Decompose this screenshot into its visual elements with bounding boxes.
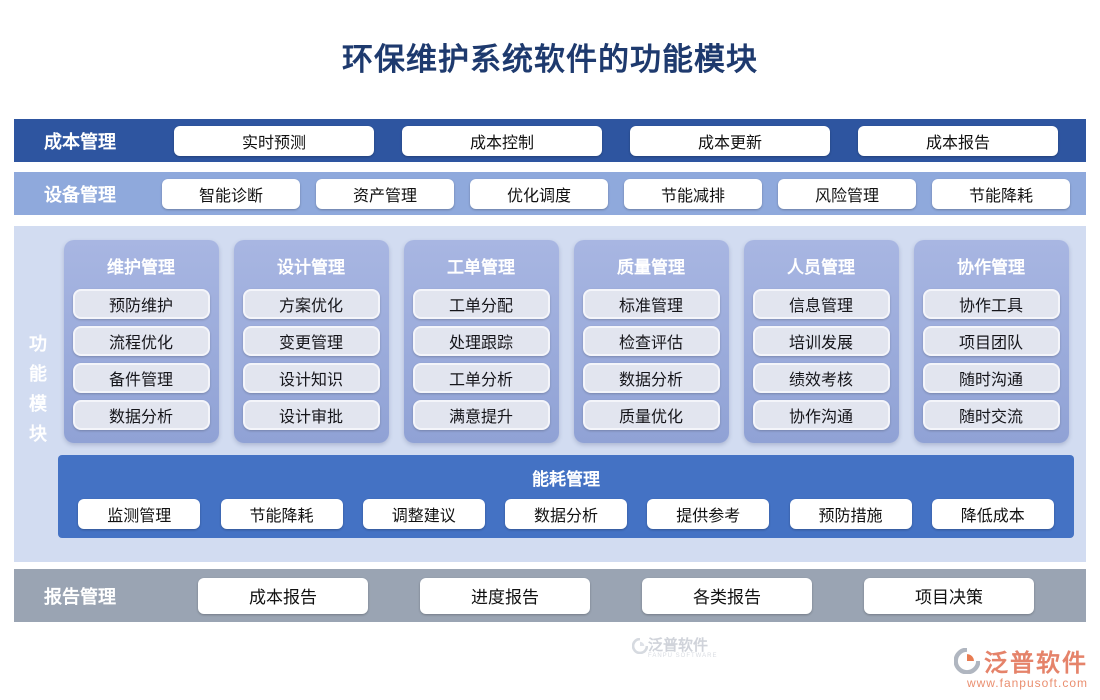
device-band-label: 设备管理 (44, 184, 116, 205)
module-item[interactable]: 预防维护 (72, 289, 210, 319)
module-item[interactable]: 培训发展 (752, 326, 890, 356)
module-item[interactable]: 方案优化 (242, 289, 380, 319)
module-item[interactable]: 设计审批 (242, 400, 380, 430)
fanpu-watermark-icon (632, 638, 648, 654)
module-item[interactable]: 绩效考核 (752, 363, 890, 393)
device-button-optimized-scheduling[interactable]: 优化调度 (470, 178, 608, 209)
column-header: 质量管理 (617, 258, 685, 277)
function-module-side-label: 功能模块 (27, 334, 47, 454)
column-personnel: 人员管理 信息管理 培训发展 绩效考核 协作沟通 (743, 240, 899, 443)
report-band-label: 报告管理 (44, 586, 116, 607)
module-item[interactable]: 流程优化 (72, 326, 210, 356)
report-button-various-reports[interactable]: 各类报告 (642, 577, 812, 614)
module-item[interactable]: 工单分配 (412, 289, 550, 319)
report-button-project-decision[interactable]: 项目决策 (864, 577, 1034, 614)
device-button-energy-saving[interactable]: 节能降耗 (932, 178, 1070, 209)
module-item[interactable]: 变更管理 (242, 326, 380, 356)
module-item[interactable]: 备件管理 (72, 363, 210, 393)
module-item[interactable]: 满意提升 (412, 400, 550, 430)
energy-band-buttons: 监测管理 节能降耗 调整建议 数据分析 提供参考 预防措施 降低成本 (58, 499, 1074, 529)
energy-band-header: 能耗管理 (532, 470, 600, 489)
module-columns: 维护管理 预防维护 流程优化 备件管理 数据分析 设计管理 方案优化 变更管理 … (58, 240, 1074, 443)
logo-url-text: www.fanpusoft.com (966, 676, 1088, 690)
column-maintenance: 维护管理 预防维护 流程优化 备件管理 数据分析 (63, 240, 219, 443)
module-item[interactable]: 检查评估 (582, 326, 720, 356)
column-header: 工单管理 (447, 258, 515, 277)
module-item[interactable]: 标准管理 (582, 289, 720, 319)
report-button-progress-report[interactable]: 进度报告 (420, 577, 590, 614)
column-header: 人员管理 (787, 258, 855, 277)
cost-band-label: 成本管理 (44, 131, 116, 152)
cost-button-cost-update[interactable]: 成本更新 (630, 125, 830, 156)
energy-button-adjustment[interactable]: 调整建议 (362, 499, 485, 529)
device-management-band: 设备管理 智能诊断 资产管理 优化调度 节能减排 风险管理 节能降耗 (14, 172, 1086, 215)
fanpu-logo-icon (954, 647, 980, 674)
column-workorder: 工单管理 工单分配 处理跟踪 工单分析 满意提升 (403, 240, 559, 443)
report-band-buttons: 成本报告 进度报告 各类报告 项目决策 (146, 577, 1086, 614)
module-item[interactable]: 随时交流 (922, 400, 1060, 430)
module-item[interactable]: 信息管理 (752, 289, 890, 319)
module-item[interactable]: 项目团队 (922, 326, 1060, 356)
module-item[interactable]: 协作沟通 (752, 400, 890, 430)
center-watermark: 泛普软件 FANPU SOFTWARE (632, 638, 717, 659)
column-quality: 质量管理 标准管理 检查评估 数据分析 质量优化 (573, 240, 729, 443)
energy-button-monitoring[interactable]: 监测管理 (78, 499, 201, 529)
module-item[interactable]: 数据分析 (582, 363, 720, 393)
module-item[interactable]: 工单分析 (412, 363, 550, 393)
energy-button-prevention[interactable]: 预防措施 (789, 499, 912, 529)
device-button-risk-management[interactable]: 风险管理 (778, 178, 916, 209)
energy-button-data-analysis[interactable]: 数据分析 (505, 499, 627, 529)
report-management-band: 报告管理 成本报告 进度报告 各类报告 项目决策 (14, 569, 1086, 622)
column-design: 设计管理 方案优化 变更管理 设计知识 设计审批 (233, 240, 389, 443)
energy-button-reference[interactable]: 提供参考 (647, 499, 770, 529)
watermark-brand: 泛普软件 (648, 637, 709, 654)
module-item[interactable]: 处理跟踪 (412, 326, 550, 356)
fanpu-logo: 泛普软件 www.fanpusoft.com (954, 643, 1088, 690)
cost-button-realtime-forecast[interactable]: 实时预测 (174, 125, 374, 156)
energy-button-cost-reduction[interactable]: 降低成本 (931, 499, 1054, 529)
page-title: 环保维护系统软件的功能模块 (342, 42, 758, 77)
function-module-panel: 功能模块 维护管理 预防维护 流程优化 备件管理 数据分析 设计管理 方案优化 … (14, 226, 1086, 659)
device-button-asset-management[interactable]: 资产管理 (316, 178, 454, 209)
device-band-buttons: 智能诊断 资产管理 优化调度 节能减排 风险管理 节能降耗 (146, 178, 1086, 209)
watermark-sub: FANPU SOFTWARE (648, 653, 718, 659)
energy-button-saving[interactable]: 节能降耗 (220, 499, 343, 529)
module-item[interactable]: 设计知识 (242, 363, 380, 393)
cost-band-buttons: 实时预测 成本控制 成本更新 成本报告 (146, 125, 1086, 156)
module-item[interactable]: 质量优化 (582, 400, 720, 430)
column-header: 协作管理 (957, 258, 1025, 277)
column-header: 设计管理 (277, 258, 345, 277)
column-collaboration: 协作管理 协作工具 项目团队 随时沟通 随时交流 (913, 240, 1069, 443)
device-button-smart-diagnosis[interactable]: 智能诊断 (162, 178, 300, 209)
cost-button-cost-control[interactable]: 成本控制 (402, 125, 602, 156)
module-item[interactable]: 数据分析 (72, 400, 210, 430)
device-button-energy-reduction[interactable]: 节能减排 (624, 178, 762, 209)
energy-management-band: 能耗管理 监测管理 节能降耗 调整建议 数据分析 提供参考 预防措施 降低成本 (58, 455, 1074, 538)
module-item[interactable]: 协作工具 (922, 289, 1060, 319)
column-header: 维护管理 (107, 258, 175, 277)
module-item[interactable]: 随时沟通 (922, 363, 1060, 393)
report-button-cost-report[interactable]: 成本报告 (198, 577, 368, 614)
logo-brand-text: 泛普软件 (984, 650, 1088, 677)
cost-management-band: 成本管理 实时预测 成本控制 成本更新 成本报告 (14, 119, 1086, 162)
cost-button-cost-report[interactable]: 成本报告 (858, 125, 1058, 156)
